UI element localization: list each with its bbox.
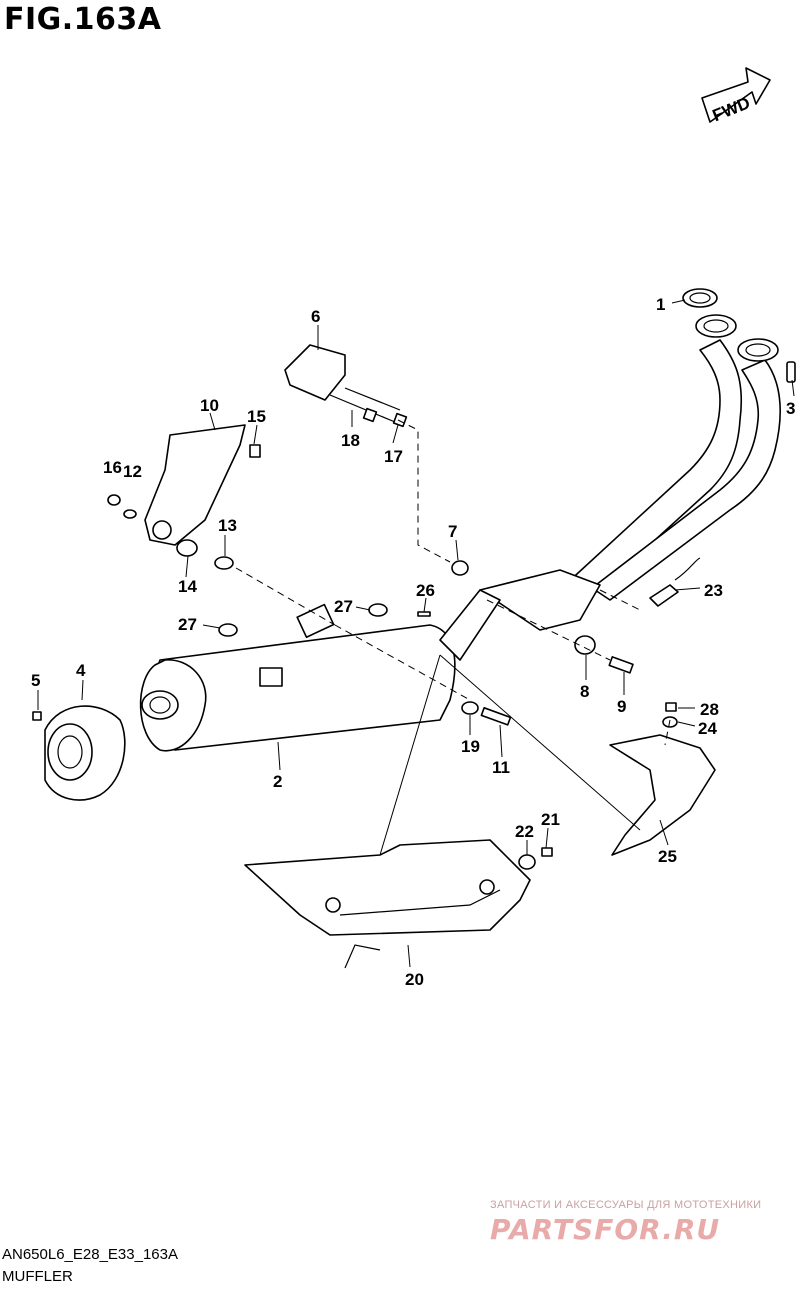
callout-27b: 27 (334, 597, 353, 616)
callout-24: 24 (698, 719, 717, 738)
callout-28: 28 (700, 700, 719, 719)
callout-8: 8 (580, 682, 589, 701)
callout-2: 2 (273, 772, 282, 791)
callout-10: 10 (200, 396, 219, 415)
clip-26 (417, 611, 431, 617)
washer (214, 556, 234, 570)
grommet-27a (218, 623, 238, 637)
washer-12 (123, 509, 137, 519)
stud-bolt (786, 361, 796, 383)
end-cap (44, 705, 126, 801)
oxygen-sensor (649, 584, 679, 607)
callout-16: 16 (103, 458, 122, 477)
callout-26: 26 (416, 581, 435, 600)
gasket-ring (682, 288, 718, 308)
callout-12: 12 (123, 462, 142, 481)
rubber-bushing (176, 539, 198, 557)
bolt-9 (608, 656, 634, 674)
screw-5 (32, 711, 42, 721)
collar-7 (451, 560, 469, 576)
diagram-caption: MUFFLER (2, 1268, 73, 1285)
callout-4: 4 (76, 661, 86, 680)
figure-title: FIG.163A (4, 2, 162, 37)
washer-19 (461, 701, 479, 715)
callout-25: 25 (658, 847, 677, 866)
exhaust-pipe-assembly (479, 314, 781, 631)
callout-23: 23 (704, 581, 723, 600)
bolt-21 (541, 847, 553, 857)
grommet-27b (368, 603, 388, 617)
callout-6: 6 (311, 307, 320, 326)
callout-17: 17 (384, 447, 403, 466)
callout-18: 18 (341, 431, 360, 450)
callout-13: 13 (218, 516, 237, 535)
footrest-bracket (144, 424, 246, 546)
watermark-logo: PARTSFOR.RU (490, 1213, 721, 1246)
hanger-bracket (284, 344, 346, 401)
collar-22 (518, 854, 536, 870)
callout-20: 20 (405, 970, 424, 989)
muffler-body (139, 589, 501, 752)
callout-1: 1 (656, 295, 665, 314)
callout-19: 19 (461, 737, 480, 756)
callout-22: 22 (515, 822, 534, 841)
fwd-arrow-icon: FWD (701, 67, 771, 125)
callout-27a: 27 (178, 615, 197, 634)
callout-7: 7 (448, 522, 457, 541)
diagram-code: AN650L6_E28_E33_163A (2, 1246, 178, 1263)
callout-5: 5 (31, 671, 40, 690)
bolt-28 (665, 702, 677, 712)
callout-3: 3 (786, 399, 795, 418)
callout-11: 11 (492, 758, 510, 777)
heat-shield-cover (609, 734, 716, 856)
bolt-11 (480, 706, 512, 726)
callout-14: 14 (178, 577, 197, 596)
lower-muffler-cover (244, 839, 531, 936)
watermark-tagline: ЗАПЧАСТИ И АКСЕССУАРЫ ДЛЯ МОТОТЕХНИКИ (490, 1199, 762, 1211)
nut-16 (107, 494, 121, 506)
callout-9: 9 (617, 697, 626, 716)
bolt-15 (249, 444, 261, 458)
bushing-8 (574, 635, 596, 655)
callout-15: 15 (247, 407, 266, 426)
callout-21: 21 (541, 810, 560, 829)
